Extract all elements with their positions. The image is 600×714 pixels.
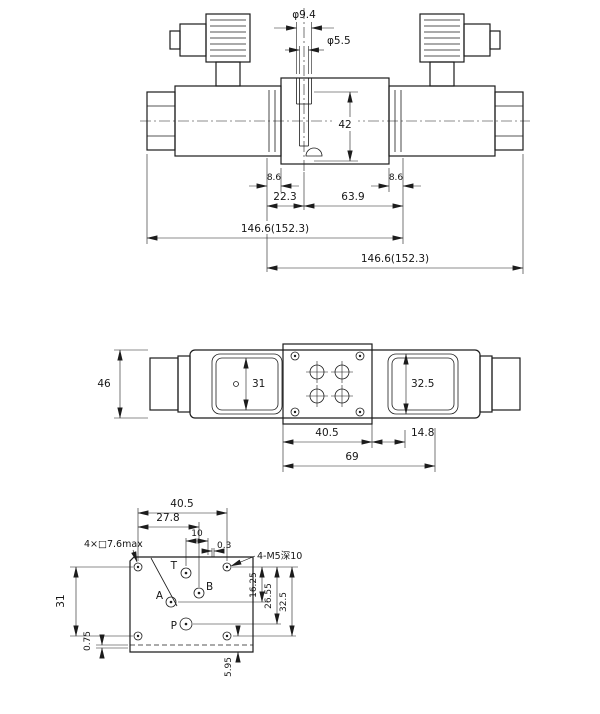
right-cable-gland (463, 23, 491, 57)
thread-note: 4-M5深10 (257, 551, 302, 562)
port-b-label: B (206, 581, 213, 593)
dim-hole-outer-dia: φ9.4 (292, 9, 316, 21)
plan-right-end-cap (491, 357, 521, 411)
left-connector-stem (215, 61, 241, 87)
plan-left-end-cap (149, 357, 179, 411)
dim-595: 5.95 (224, 657, 234, 677)
port-p-label: P (171, 620, 177, 632)
left-solenoid-coil (174, 85, 282, 157)
port-a (165, 596, 177, 608)
right-connector-stem (429, 61, 455, 87)
dim-port-ab-y: 16.25 (249, 572, 259, 598)
dim-center-height: 42 (338, 119, 351, 131)
plan-left-coil (211, 353, 283, 415)
dim-075: 0.75 (83, 631, 93, 651)
right-solenoid-coil (388, 85, 496, 157)
dim-port-block-width: 40.5 (315, 427, 338, 439)
front-view-dimensions: φ9.4 φ5.5 42 8.6 8.6 (146, 9, 524, 274)
dim-offset-left: 8.6 (267, 173, 282, 183)
dim-length-left: 146.6(152.3) (241, 223, 309, 235)
dim-subplate-length: 69 (345, 451, 358, 463)
dim-offset-right: 8.6 (389, 173, 404, 183)
dim-left-coil: 31 (252, 378, 265, 390)
dim-right-coil: 32.5 (411, 378, 434, 390)
mounting-plate-outline (129, 556, 254, 653)
port-t (180, 567, 192, 579)
port-b (193, 587, 205, 599)
front-view-outline (140, 8, 530, 172)
plan-right-coil (387, 353, 459, 415)
dim-hole-to-face: 63.9 (341, 191, 364, 203)
port-pattern-outline: T A B P (129, 556, 254, 653)
dim-valve-width: 46 (97, 378, 111, 390)
plan-view-dimensions: 46 31 32.5 40.5 14.8 69 (97, 349, 436, 472)
manual-pin (233, 381, 239, 387)
dim-03: 0.3 (217, 541, 231, 551)
front-view: φ9.4 φ5.5 42 8.6 8.6 (140, 8, 530, 274)
detent-dome (305, 147, 323, 157)
dim-bolt-y: 32.5 (279, 592, 289, 612)
dim-block-to-coil: 14.8 (411, 427, 434, 439)
port-p (179, 617, 193, 631)
plan-view: 46 31 32.5 40.5 14.8 69 (97, 343, 521, 472)
dim-hole-inner-dia: φ5.5 (327, 35, 351, 47)
dim-10: 10 (191, 529, 203, 539)
port-t-label: T (170, 560, 178, 572)
dim-length-right: 146.6(152.3) (361, 253, 429, 265)
dim-bolt-span-y: 31 (55, 594, 67, 607)
dim-bolt-span-x: 40.5 (170, 498, 193, 510)
body-corner-line (150, 557, 178, 607)
port-a-label: A (156, 590, 164, 602)
port-block (282, 343, 373, 425)
counterbore-note: 4×□7.6max (84, 539, 143, 550)
dim-port-p-y: 26.55 (264, 583, 274, 609)
dim-port-b-x: 27.8 (156, 512, 179, 524)
plan-view-outline (149, 343, 521, 425)
right-din-connector (419, 13, 501, 87)
dim-hole-from-face: 22.3 (273, 191, 296, 203)
left-cable-gland (179, 23, 207, 57)
left-din-connector (169, 13, 251, 87)
port-pattern-view: T A B P 4×□7.6max 4-M5深10 40.5 27.8 10 (55, 498, 302, 677)
plan-port-circles (306, 361, 353, 407)
port-pattern-dimensions: 4×□7.6max 4-M5深10 40.5 27.8 10 0.3 (55, 498, 302, 677)
